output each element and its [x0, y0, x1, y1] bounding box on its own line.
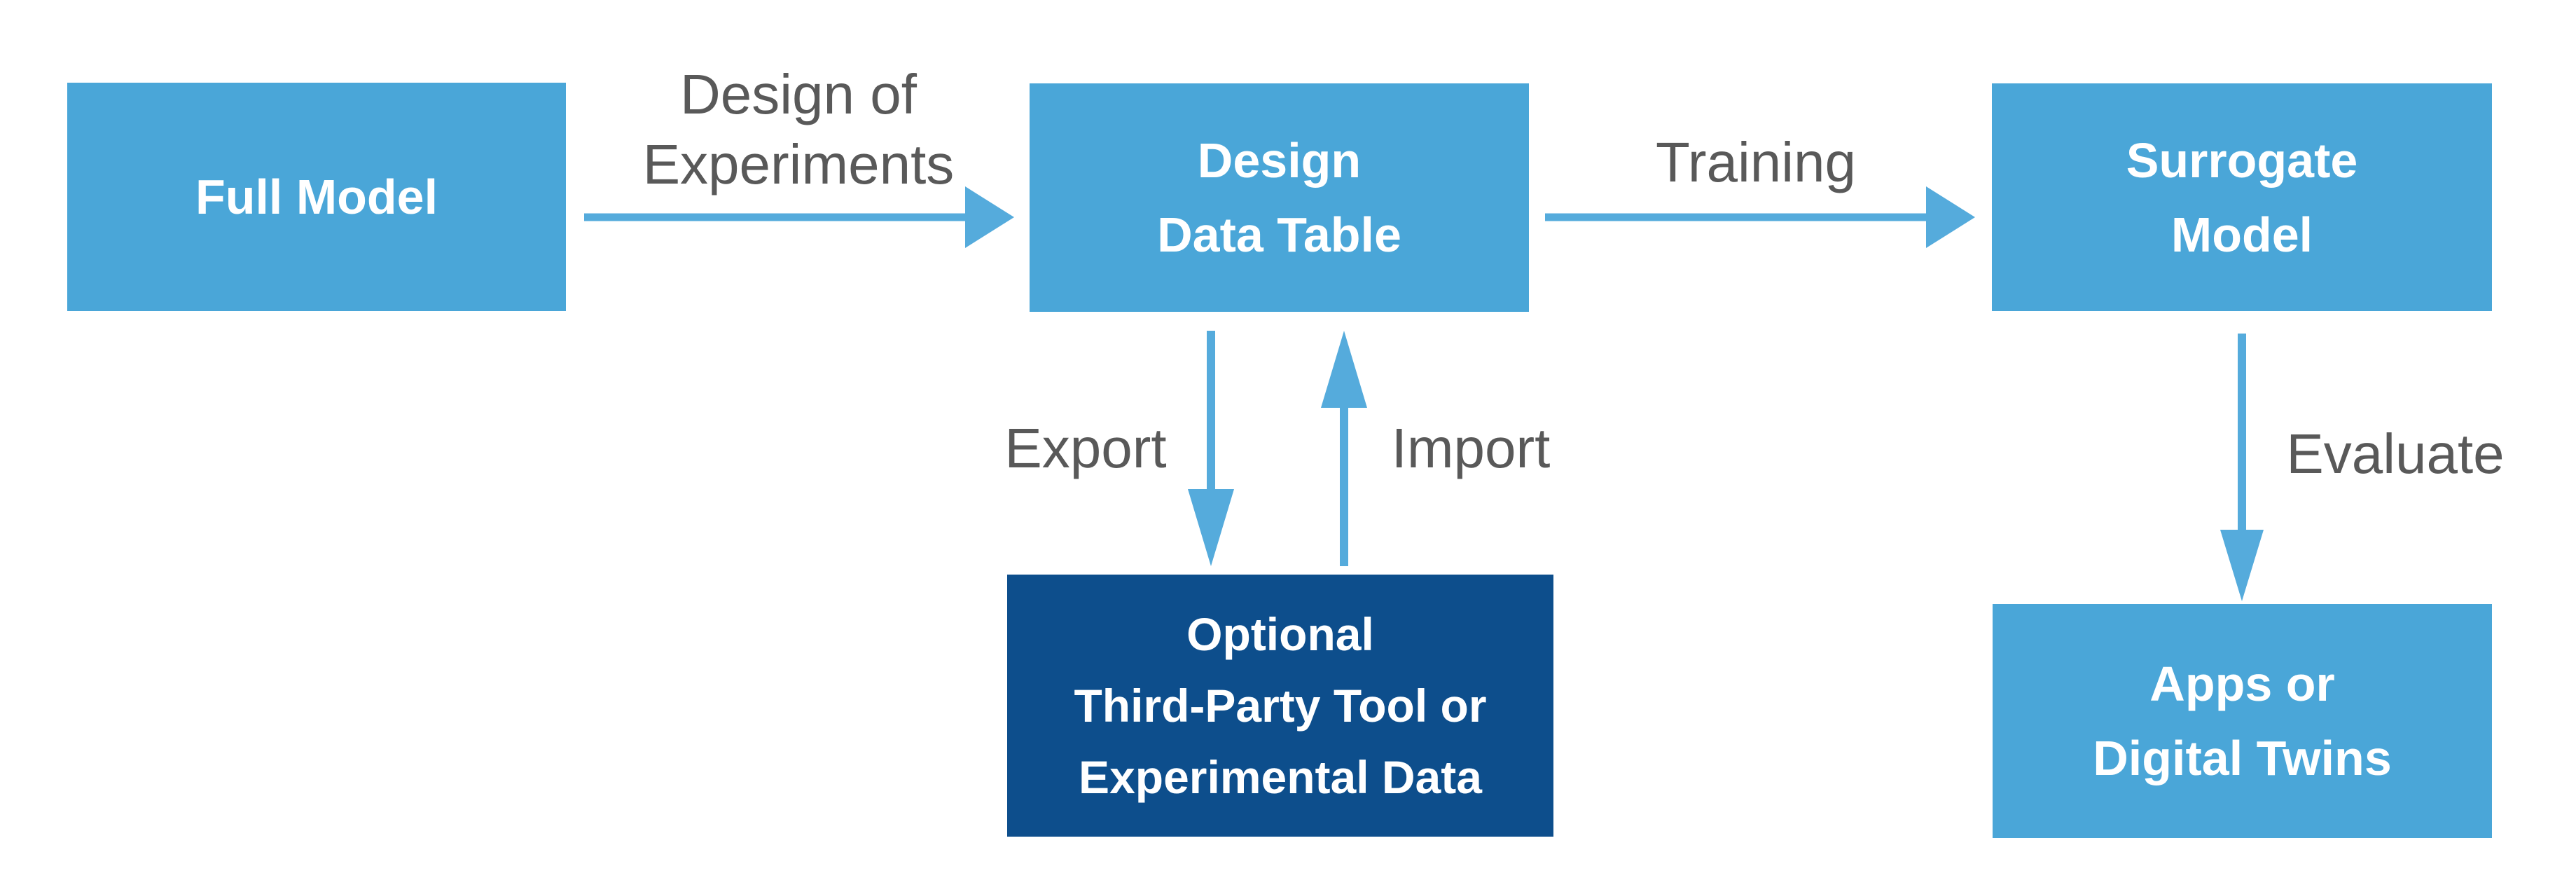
node-surrogate-model-label-line1: Surrogate — [2126, 132, 2358, 188]
edge-label-design-of-experiments: Design of Experiments — [643, 60, 955, 200]
arrow-design-of-experiments — [584, 186, 1014, 248]
node-surrogate-model: Surrogate Model — [1992, 83, 2492, 311]
edge-label-training: Training — [1655, 131, 1857, 193]
node-apps-twins-label-line1: Apps or — [2149, 657, 2335, 711]
arrow-training — [1545, 186, 1975, 248]
arrow-export — [1188, 331, 1234, 566]
node-design-data-table-label-line1: Design — [1197, 133, 1362, 188]
node-full-model-label: Full Model — [195, 170, 438, 224]
node-design-data-table: Design Data Table — [1030, 83, 1529, 312]
node-optional-label-line1: Optional — [1186, 608, 1374, 660]
arrow-import — [1321, 331, 1367, 566]
arrow-evaluate — [2220, 334, 2264, 601]
edge-label-export: Export — [1004, 417, 1167, 479]
edge-label-doe-line2: Experiments — [642, 133, 955, 195]
edge-label-evaluate: Evaluate — [2286, 423, 2505, 485]
node-full-model: Full Model — [67, 83, 566, 311]
node-apps-twins-label-line2: Digital Twins — [2093, 731, 2392, 785]
edge-label-import: Import — [1391, 417, 1551, 479]
node-optional-label-line3: Experimental Data — [1079, 751, 1482, 803]
node-optional-third-party-tool: Optional Third-Party Tool or Experimenta… — [1007, 575, 1553, 837]
node-optional-label-line2: Third-Party Tool or — [1074, 680, 1487, 732]
node-surrogate-model-label-line2: Model — [2170, 207, 2313, 262]
node-design-data-table-label-line2: Data Table — [1157, 207, 1401, 262]
edge-label-doe-line1: Design of — [680, 63, 917, 125]
node-apps-or-digital-twins: Apps or Digital Twins — [1993, 604, 2492, 838]
